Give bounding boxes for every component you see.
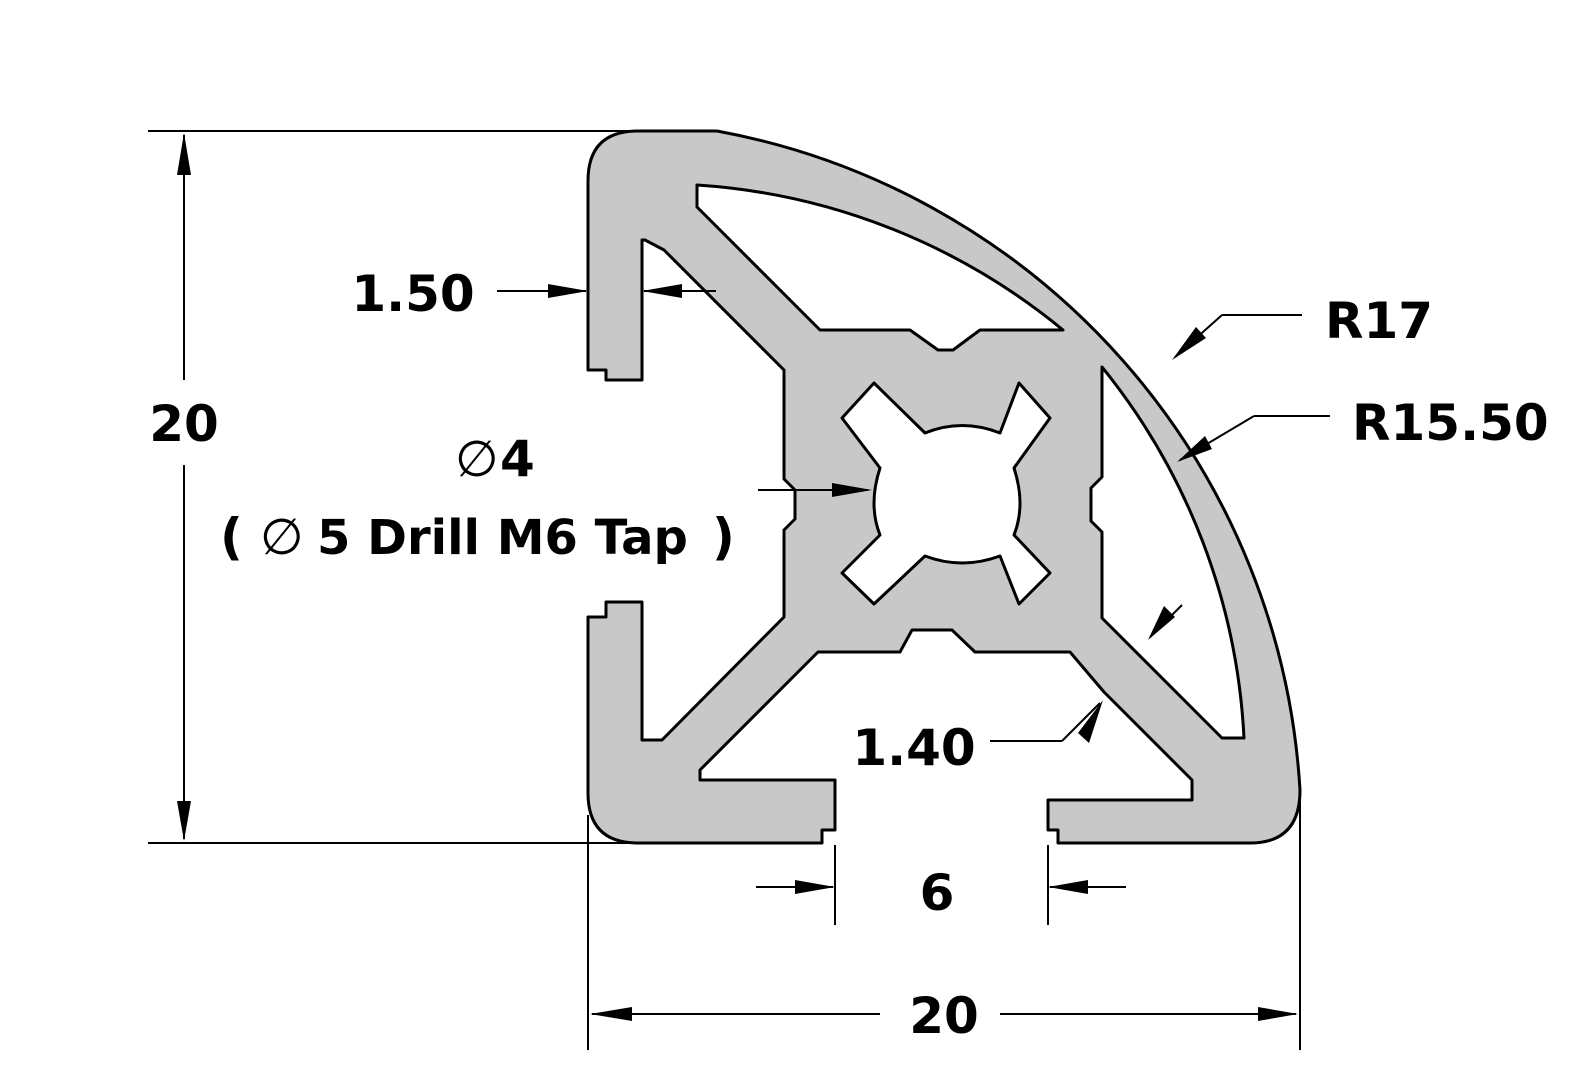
height-label: 20 <box>149 395 219 453</box>
height-dimension: 20 <box>149 133 219 841</box>
hole-note-open-paren: ( <box>220 508 243 566</box>
web-thickness-dimension: 1.40 <box>852 604 1183 777</box>
hole-note-close-paren: ) <box>712 508 735 566</box>
width-dimension: 20 <box>590 987 1298 1045</box>
upper-cavity <box>695 183 1065 352</box>
hole-note-label: 5 Drill M6 Tap <box>317 510 688 566</box>
extension-lines <box>148 130 1301 1050</box>
wall-thickness-dimension: 1.50 <box>351 265 716 323</box>
hole-diameter-label: 4 <box>500 430 535 488</box>
hole-diameter-symbol: ∅ <box>455 430 499 488</box>
width-label: 20 <box>909 987 979 1045</box>
inner-radius-label: R15.50 <box>1352 394 1549 452</box>
inner-radius-dimension: R15.50 <box>1177 394 1549 462</box>
slot-dimension: 6 <box>756 864 1126 922</box>
slot-label: 6 <box>920 864 955 922</box>
web-thickness-label: 1.40 <box>852 719 975 777</box>
center-hole-callout: ∅ 4 ( ∅ 5 Drill M6 Tap ) <box>220 430 872 566</box>
right-cavity <box>1089 365 1246 740</box>
outer-radius-dimension: R17 <box>1172 292 1433 360</box>
center-hole <box>840 381 1052 606</box>
hole-note-diameter-symbol: ∅ <box>260 508 304 566</box>
outer-radius-label: R17 <box>1325 292 1433 350</box>
profile-cross-section <box>586 129 1302 845</box>
wall-thickness-label: 1.50 <box>351 265 474 323</box>
